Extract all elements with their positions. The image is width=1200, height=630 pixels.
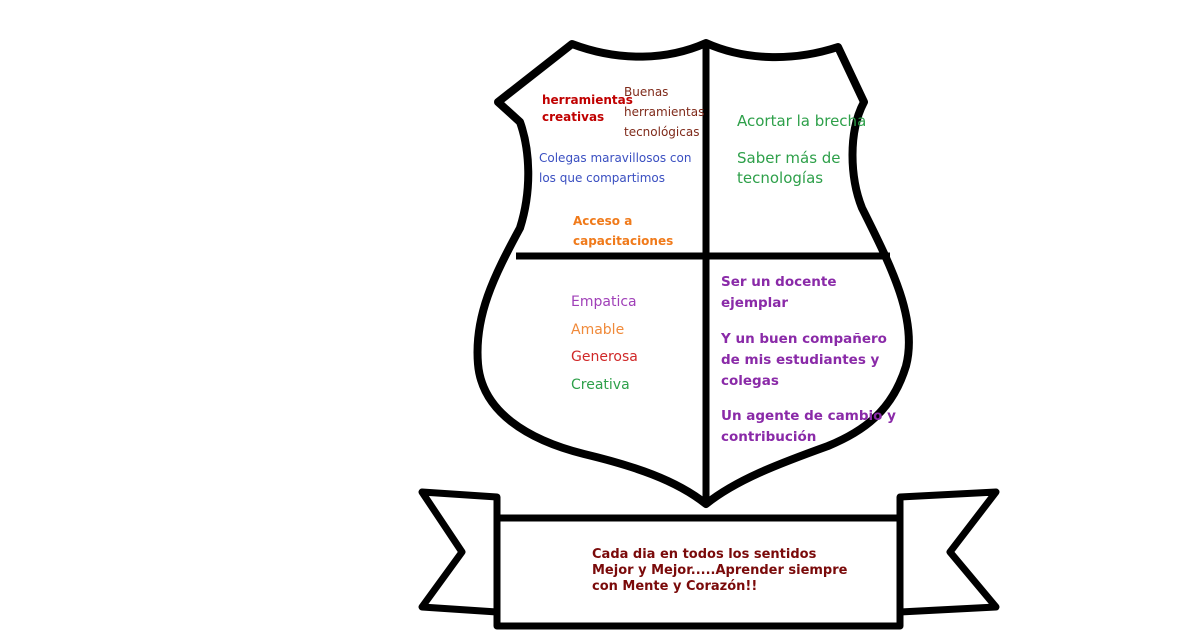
goal-agente-cambio: Un agente de cambio y contribución (721, 406, 896, 448)
motto-line: Mejor y Mejor.....Aprender siempre (592, 563, 848, 578)
value-colegas: Colegas maravillosos con los que compart… (539, 148, 691, 188)
value-buenas-herramientas: Buenas herramientas tecnológicas (624, 82, 704, 142)
motto-line: con Mente y Corazón!! (592, 579, 758, 594)
goal-line: Ser un docente (721, 274, 837, 290)
value-acortar-brecha: Acortar la brecha (737, 111, 866, 131)
banner-left-tail (418, 488, 501, 616)
goal-line: de mis estudiantes y (721, 352, 880, 368)
trait-creativa: Creativa (571, 377, 630, 393)
trait-amable: Amable (571, 322, 625, 338)
value-line: Acceso a (573, 214, 633, 228)
goal-line: contribución (721, 429, 817, 445)
goal-line: Y un buen compañero (721, 331, 887, 347)
goal-docente-ejemplar: Ser un docente ejemplar (721, 272, 836, 314)
motto-line: Cada dia en todos los sentidos (592, 547, 817, 562)
banner-ribbon (418, 488, 1000, 630)
value-line: tecnologías (737, 169, 824, 187)
banner-right-tail (896, 488, 1000, 616)
trait-empatica: Empatica (571, 294, 637, 310)
banner-motto: Cada dia en todos los sentidos Mejor y M… (592, 547, 847, 595)
banner-center-panel (493, 514, 904, 630)
value-line: creativas (542, 110, 605, 124)
value-line: herramientas (624, 105, 705, 119)
goal-line: colegas (721, 373, 779, 389)
value-acceso-capacitaciones: Acceso a capacitaciones (573, 211, 673, 251)
goal-line: Un agente de cambio y (721, 408, 896, 424)
goal-line: ejemplar (721, 295, 789, 311)
value-line: los que compartimos (539, 171, 666, 185)
value-line: Buenas (624, 85, 669, 99)
shield-outline (473, 39, 913, 508)
value-line: Acortar la brecha (737, 112, 867, 130)
value-line: Saber más de (737, 149, 841, 167)
value-line: tecnológicas (624, 125, 700, 139)
value-line: Colegas maravillosos con (539, 151, 692, 165)
value-line: herramientas (542, 93, 633, 107)
value-saber-mas: Saber más de tecnologías (737, 148, 841, 188)
trait-generosa: Generosa (571, 349, 638, 365)
value-herramientas-creativas: herramientas creativas (542, 92, 633, 126)
goal-buen-companero: Y un buen compañero de mis estudiantes y… (721, 329, 887, 392)
value-line: capacitaciones (573, 234, 674, 248)
